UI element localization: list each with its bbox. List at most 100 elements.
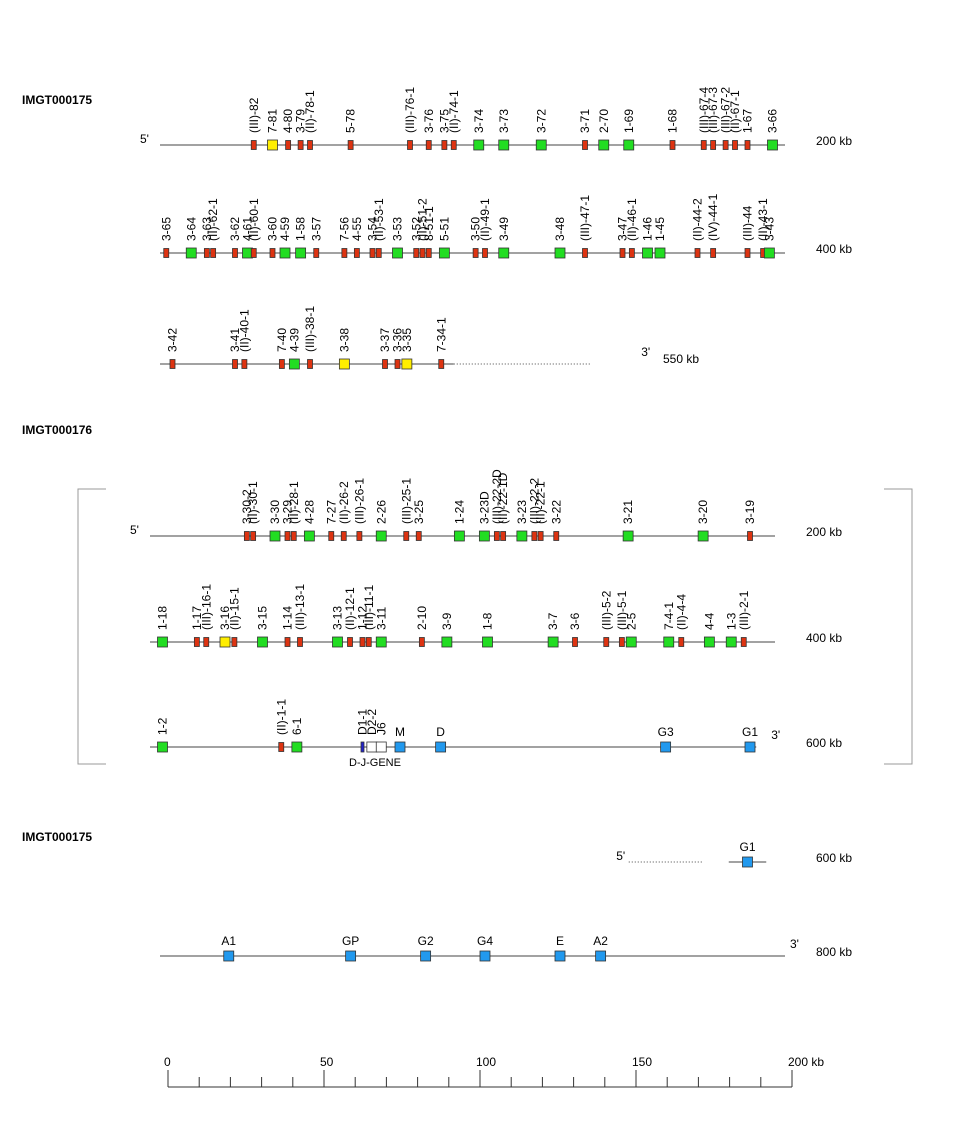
gene-label: 1-17 [190, 606, 204, 630]
gene-label: 3-79 [294, 109, 308, 133]
gene-label: 3-71 [578, 109, 592, 133]
gene-box [603, 637, 610, 647]
gene-box [345, 950, 357, 962]
gene-box [441, 140, 448, 150]
five-prime-label: 5' [140, 132, 149, 146]
gene-box [157, 636, 168, 648]
gene-box [619, 248, 626, 258]
gene-label: 3-37 [378, 328, 392, 352]
gene-box [438, 247, 450, 259]
gene-label: (II)-67-1 [728, 90, 742, 133]
gene-box [482, 636, 493, 648]
gene-label: (III)-22-2D [490, 469, 504, 524]
gene-label: (II)-1-1 [274, 699, 288, 735]
gene-label: (II)-43-1 [756, 198, 770, 241]
gene-label: G2 [418, 934, 434, 948]
gene-label: 3-62 [228, 217, 242, 241]
gene-box [710, 248, 717, 258]
gene-box [407, 140, 413, 150]
gene-label: 4-4 [702, 612, 716, 630]
gene-label: (III)-82 [247, 97, 261, 133]
gene-label: 3-66 [766, 109, 780, 133]
gene-box [297, 637, 303, 647]
gene-box [341, 248, 348, 258]
gene-box [360, 741, 365, 753]
gene-box [747, 531, 753, 541]
gene-label: (II)-46-1 [625, 198, 639, 241]
gene-box [366, 741, 378, 753]
gene-label: 3-74 [472, 109, 486, 133]
gene-box [375, 530, 387, 542]
three-prime-label: 3' [641, 345, 650, 359]
gene-box [210, 248, 217, 258]
gene-label: 3-38 [337, 328, 351, 352]
scale-tick-label: 200 kb [788, 1055, 824, 1069]
gene-box [425, 248, 432, 258]
gene-box [625, 636, 637, 648]
gene-box [332, 636, 343, 648]
gene-box [453, 530, 465, 542]
gene-label: 7-27 [324, 500, 338, 524]
gene-label: (II)-15-1 [227, 587, 241, 630]
gene-box [413, 248, 420, 258]
gene-label: D [436, 725, 445, 739]
gene-label: 3-72 [534, 109, 548, 133]
gene-box [722, 140, 729, 150]
gene-label: 3-43 [762, 217, 776, 241]
gene-box [232, 359, 238, 369]
gene-label: 3-15 [256, 606, 270, 630]
gene-label: (III)-5-2 [599, 590, 613, 630]
gene-label: (II)-62-1 [206, 198, 220, 241]
gene-box [267, 139, 278, 151]
three-prime-label: 3' [790, 937, 799, 951]
gene-box [163, 248, 170, 258]
gene-box [291, 741, 303, 753]
gene-label: 7-40 [275, 328, 289, 352]
gene-label: 1-14 [281, 606, 295, 630]
gene-label: 3-49 [497, 217, 511, 241]
gene-label: 3-35 [400, 328, 414, 352]
gene-label: (II)-22-1D [496, 472, 510, 524]
gene-box [394, 741, 406, 753]
gene-label: (II)-12-1 [343, 587, 357, 630]
gene-label: 3-57 [309, 217, 323, 241]
gene-label: 4-39 [287, 328, 301, 352]
gene-label: 1-2 [156, 717, 170, 735]
gene-box [582, 140, 588, 150]
gene-label: 1-68 [666, 109, 680, 133]
gene-box [307, 359, 313, 369]
group-label: D-J-GENE [349, 757, 401, 769]
gene-box [535, 139, 547, 151]
gene-box [250, 140, 257, 150]
gene-box [403, 531, 410, 541]
gene-label: G3 [658, 725, 674, 739]
gene-box [554, 950, 566, 962]
gene-label: (III)-67-2 [719, 87, 733, 133]
gene-label: 3-41 [228, 328, 242, 352]
three-prime-label: 3' [771, 728, 780, 742]
gene-box [660, 741, 672, 753]
gene-label: 8-51-1 [422, 206, 436, 241]
gene-box [203, 637, 210, 647]
gene-box [328, 531, 335, 541]
gene-box [419, 248, 426, 258]
gene-label: 3-75 [437, 109, 451, 133]
gene-box [420, 950, 432, 962]
gene-box [441, 636, 453, 648]
section-label: IMGT000175 [22, 93, 92, 107]
gene-label: E [556, 934, 564, 948]
gene-box [628, 248, 635, 258]
gene-label: 1-3 [724, 612, 738, 630]
gene-label: 3-73 [497, 109, 511, 133]
kb-label: 400 kb [806, 631, 842, 645]
gene-label: J6 [374, 722, 388, 735]
gene-box [697, 530, 709, 542]
gene-box [742, 856, 753, 868]
gene-box [394, 359, 401, 369]
gene-box [418, 637, 425, 647]
gene-label: 5-51 [437, 217, 451, 241]
gene-box [250, 531, 257, 541]
gene-label: 3-30-2 [240, 489, 254, 524]
gene-box [438, 359, 445, 369]
gene-box [531, 531, 538, 541]
